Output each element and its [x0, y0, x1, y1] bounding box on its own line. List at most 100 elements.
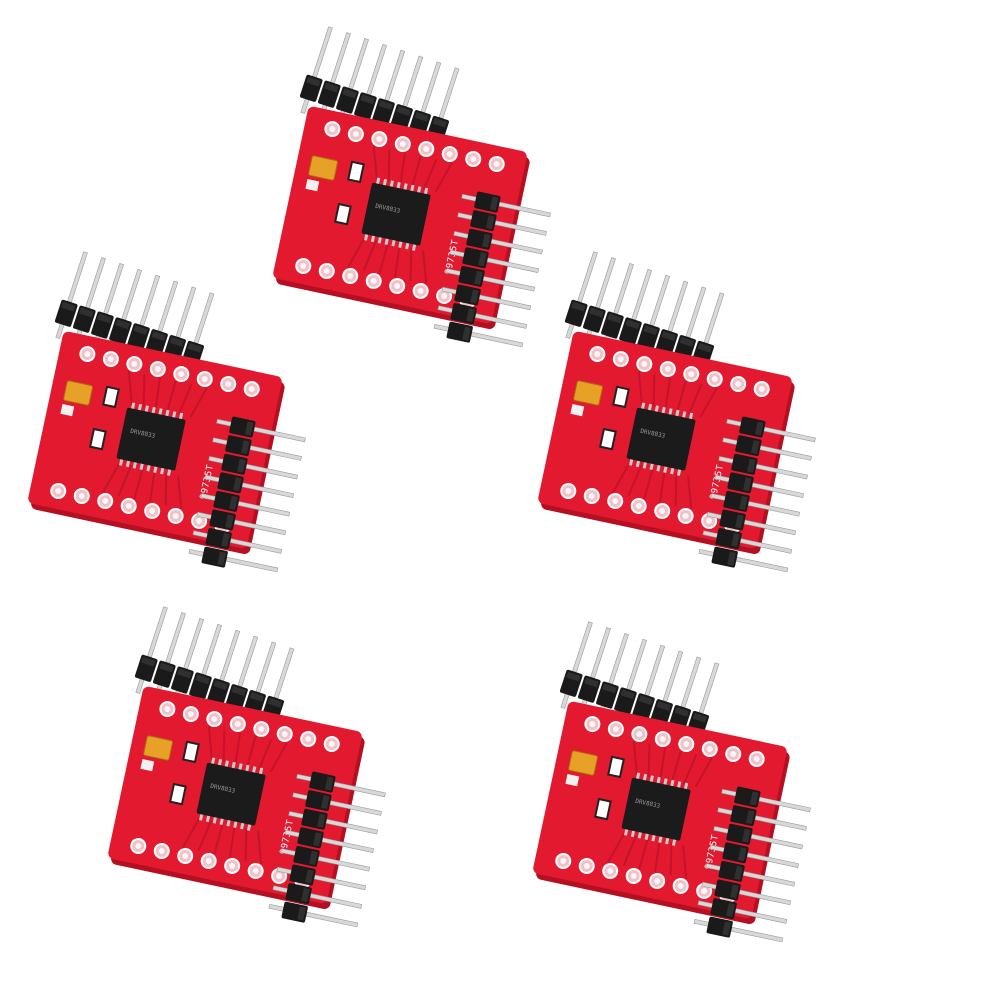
- header-highlight: [97, 313, 112, 324]
- header-pin: [703, 292, 725, 344]
- resistor: [607, 755, 625, 779]
- header-highlight: [485, 215, 495, 230]
- header-highlight: [697, 342, 712, 353]
- header-highlight: [320, 795, 330, 810]
- header-highlight: [61, 301, 76, 312]
- pcb-trace: [244, 828, 248, 861]
- pad-hole: [560, 858, 567, 865]
- pcb-trace: [154, 377, 162, 410]
- pcb-trace: [182, 817, 201, 848]
- header-highlight: [692, 712, 707, 723]
- header-pin: [237, 635, 259, 688]
- pin-header-top: [134, 606, 295, 736]
- pad-hole: [158, 847, 165, 854]
- header-pin: [739, 538, 793, 554]
- header-highlight: [229, 495, 238, 510]
- driver-chip: DRV8833: [626, 402, 696, 476]
- pad-hole: [102, 497, 109, 504]
- resistor: [89, 427, 107, 451]
- pin-header-side: [268, 771, 386, 928]
- pcb-trace: [434, 162, 453, 193]
- header-highlight: [213, 680, 228, 691]
- header-pin: [165, 612, 186, 664]
- pcb-trace: [687, 475, 693, 510]
- header-pin: [572, 621, 593, 673]
- pad-hole: [565, 488, 572, 495]
- chip-body: [621, 777, 691, 841]
- pad-hole: [659, 507, 666, 514]
- pcb-trace: [164, 473, 168, 506]
- header-highlight: [309, 850, 318, 865]
- pcb-trace: [664, 377, 672, 410]
- pad-hole: [305, 736, 312, 743]
- pcb-trace: [622, 835, 638, 867]
- header-highlight: [679, 337, 694, 347]
- header-pin: [735, 556, 789, 573]
- header-highlight: [738, 847, 747, 862]
- header-highlight: [734, 865, 743, 880]
- pcb-trace: [671, 750, 682, 783]
- pad-hole: [187, 711, 194, 718]
- pcb-trace: [257, 738, 273, 770]
- pcb-trace: [409, 248, 413, 281]
- pcb-trace: [148, 470, 156, 503]
- pad-hole: [423, 146, 430, 153]
- header-highlight: [620, 689, 635, 700]
- header-highlight: [584, 677, 599, 688]
- header-highlight: [267, 697, 282, 708]
- header-pin: [241, 482, 294, 498]
- pcb-trace: [676, 380, 687, 413]
- pad-hole: [258, 726, 265, 733]
- pcb-trace: [142, 374, 146, 407]
- header-pin: [329, 800, 382, 816]
- pad-hole: [225, 381, 232, 388]
- pad-hole: [78, 492, 85, 499]
- pad-hole: [654, 877, 661, 884]
- pcb-trace: [197, 820, 213, 852]
- pad-hole: [201, 376, 208, 383]
- pcb-trace: [632, 740, 638, 775]
- header-pin: [730, 926, 784, 943]
- header-pin: [255, 641, 277, 693]
- header-highlight: [726, 903, 735, 918]
- driver-chip: DRV8833: [621, 772, 691, 846]
- tantalum-capacitor: [63, 380, 94, 406]
- pcb-trace: [411, 155, 422, 188]
- header-pin: [157, 280, 179, 333]
- header-highlight: [638, 695, 653, 706]
- pcb-trace: [687, 383, 703, 415]
- pcb-trace: [234, 732, 242, 765]
- header-pin: [608, 633, 629, 685]
- pad-hole: [664, 366, 671, 373]
- header-highlight: [233, 477, 242, 492]
- pcb-trace: [422, 250, 428, 285]
- pin-header-side: [693, 786, 811, 943]
- header-pin: [348, 38, 369, 90]
- pad-hole: [205, 857, 212, 864]
- pcb-trace: [246, 735, 257, 768]
- header-highlight: [151, 331, 166, 341]
- header-highlight: [169, 337, 184, 347]
- header-highlight: [115, 319, 130, 330]
- tantalum-capacitor: [308, 155, 339, 181]
- header-highlight: [482, 233, 491, 248]
- pcb-trace: [213, 822, 224, 855]
- pcb-trace: [117, 465, 133, 497]
- header-pin: [474, 313, 528, 329]
- header-pin: [490, 238, 543, 255]
- header-highlight: [661, 331, 676, 341]
- pad-hole: [149, 507, 156, 514]
- pcb-trace: [177, 475, 183, 510]
- header-pin: [312, 26, 333, 78]
- header-pin: [147, 606, 168, 658]
- header-pin: [225, 556, 279, 573]
- resistor: [594, 797, 612, 821]
- pad-hole: [701, 887, 708, 894]
- header-highlight: [159, 662, 174, 673]
- pad-hole: [234, 721, 241, 728]
- header-pin: [325, 818, 378, 835]
- pcb-trace: [362, 240, 378, 272]
- header-highlight: [305, 869, 314, 884]
